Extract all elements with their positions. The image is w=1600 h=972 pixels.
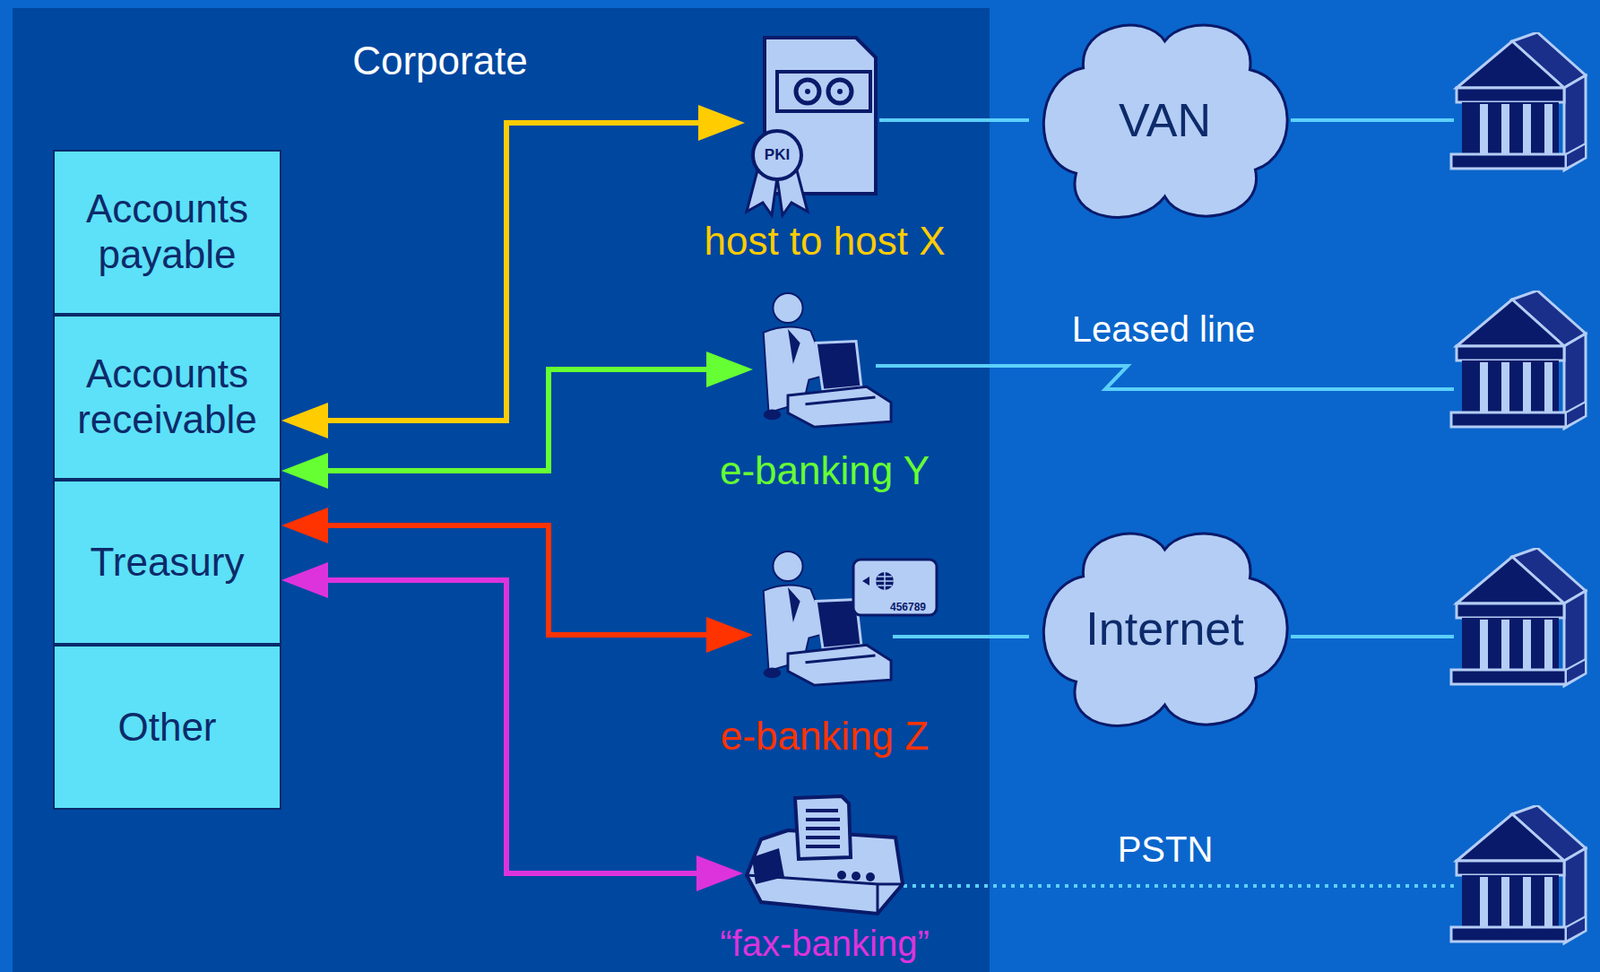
data-flow-arrow <box>281 351 753 489</box>
link-label: PSTN <box>1117 829 1214 870</box>
channel-icon-box: “fax-banking” <box>743 794 905 914</box>
smart-card <box>853 559 937 615</box>
channel-icon-box: e-banking Z <box>752 548 893 689</box>
channel-label: e-banking Y <box>719 448 930 493</box>
ledger-box: Other <box>52 644 282 810</box>
channel-icon-box: host to host X <box>744 35 880 216</box>
channel-label: e-banking Z <box>720 713 929 759</box>
ledger-name: Accounts receivable <box>61 351 273 442</box>
ledger-name: Treasury <box>90 539 245 586</box>
arrowhead <box>281 507 329 544</box>
arrowhead <box>698 104 745 141</box>
connector-line <box>328 579 697 874</box>
connector-line <box>328 369 707 471</box>
bank-icon <box>1451 547 1586 686</box>
arrowhead <box>706 351 753 388</box>
network-link <box>892 636 1030 638</box>
connector-line <box>328 122 699 421</box>
network-name: Internet <box>1085 601 1244 656</box>
ledger-box: Treasury <box>52 479 282 645</box>
bank-icon <box>1451 32 1586 171</box>
fax-icon <box>746 795 903 914</box>
network-cloud: Internet <box>1029 520 1301 736</box>
channel-label: host to host X <box>703 218 945 264</box>
ledger-name: Other <box>117 704 217 751</box>
arrowhead <box>281 562 329 598</box>
data-flow-arrow <box>281 104 745 439</box>
connector-line <box>879 118 1030 122</box>
arrowhead <box>281 402 329 439</box>
network-lines <box>875 120 1454 886</box>
server-icon <box>746 37 876 216</box>
bank-icon <box>1451 290 1586 429</box>
channel-icon-box: e-banking Y <box>752 290 893 431</box>
pki-seal-text: PKI <box>764 146 790 165</box>
ledger-name: Accounts payable <box>61 186 273 277</box>
arrowhead <box>706 616 753 653</box>
ledger-box: Accounts payable <box>52 149 282 315</box>
network-link <box>879 120 1030 122</box>
ledger-box: Accounts receivable <box>52 314 282 480</box>
ebanking-user-icon <box>763 293 891 427</box>
link-label: Leased line <box>1072 309 1256 350</box>
network-name: VAN <box>1118 93 1211 148</box>
network-cloud: VAN <box>1029 12 1301 227</box>
region-title: Corporate <box>352 38 528 84</box>
data-flow-arrow <box>281 562 744 891</box>
bank-icon <box>1451 804 1586 943</box>
connector-line <box>892 634 1030 639</box>
arrowhead <box>696 855 744 891</box>
channel-label: “fax-banking” <box>719 923 929 964</box>
card-number: 456789 <box>890 600 926 614</box>
arrowhead <box>281 452 329 489</box>
corporate-panel <box>12 8 990 972</box>
